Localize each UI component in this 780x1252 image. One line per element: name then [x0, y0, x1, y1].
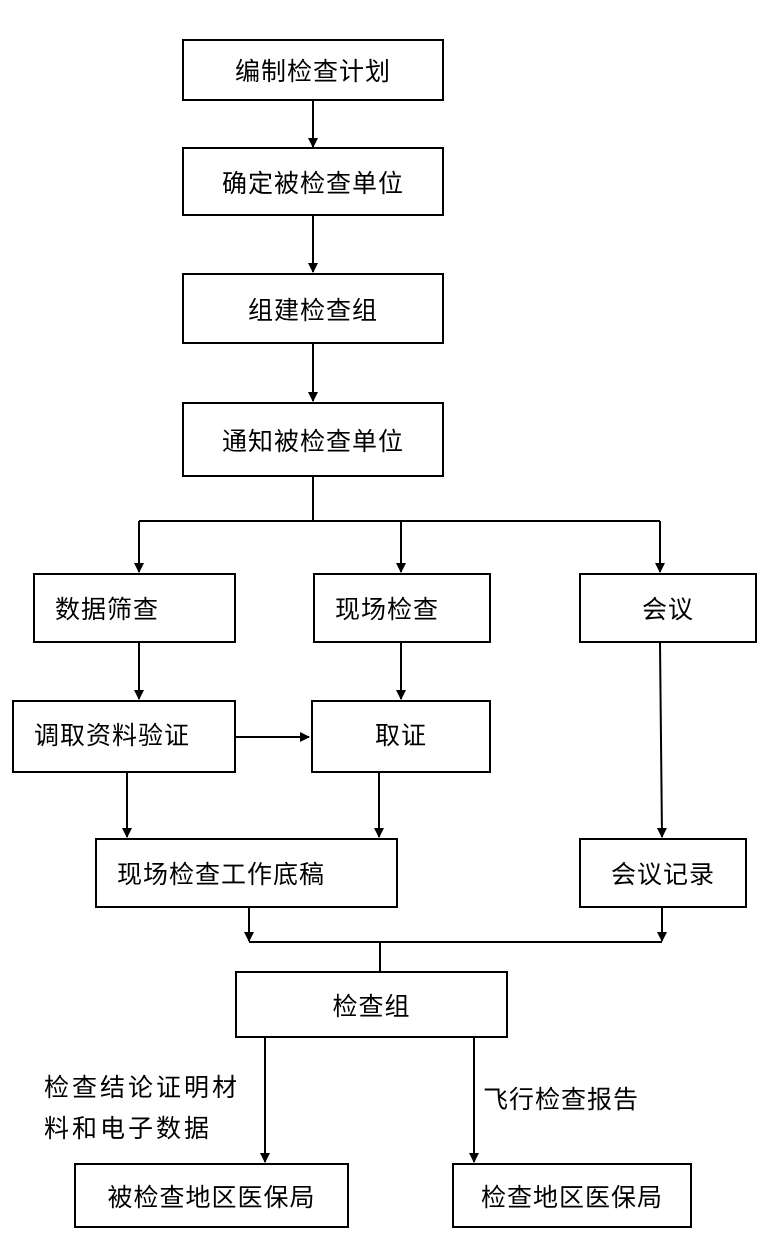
node-compile-plan: 编制检查计划 — [182, 39, 444, 101]
arrow-meeting-to-minutes — [656, 642, 667, 838]
node-notify-unit: 通知被检查单位 — [182, 402, 444, 477]
node-meeting-minutes: 会议记录 — [579, 838, 747, 908]
edge-label-flight-report: 飞行检查报告 — [483, 1085, 640, 1114]
node-meeting: 会议 — [579, 573, 757, 643]
node-inspection-team: 检查组 — [235, 971, 508, 1038]
node-retrieve-verify: 调取资料验证 — [12, 700, 236, 773]
node-inspected-region-bureau: 被检查地区医保局 — [74, 1163, 349, 1228]
node-worksheet: 现场检查工作底稿 — [95, 838, 398, 908]
edge-label-conclusion-line-1: 检查结论证明材 — [44, 1073, 241, 1102]
edge-label-conclusion-line-2: 料和电子数据 — [44, 1114, 213, 1143]
node-form-group: 组建检查组 — [182, 273, 444, 344]
node-onsite-inspection: 现场检查 — [313, 573, 491, 643]
node-determine-unit: 确定被检查单位 — [182, 147, 444, 216]
node-evidence: 取证 — [311, 700, 491, 773]
node-data-screening: 数据筛查 — [33, 573, 236, 643]
node-region-bureau: 检查地区医保局 — [452, 1163, 692, 1228]
